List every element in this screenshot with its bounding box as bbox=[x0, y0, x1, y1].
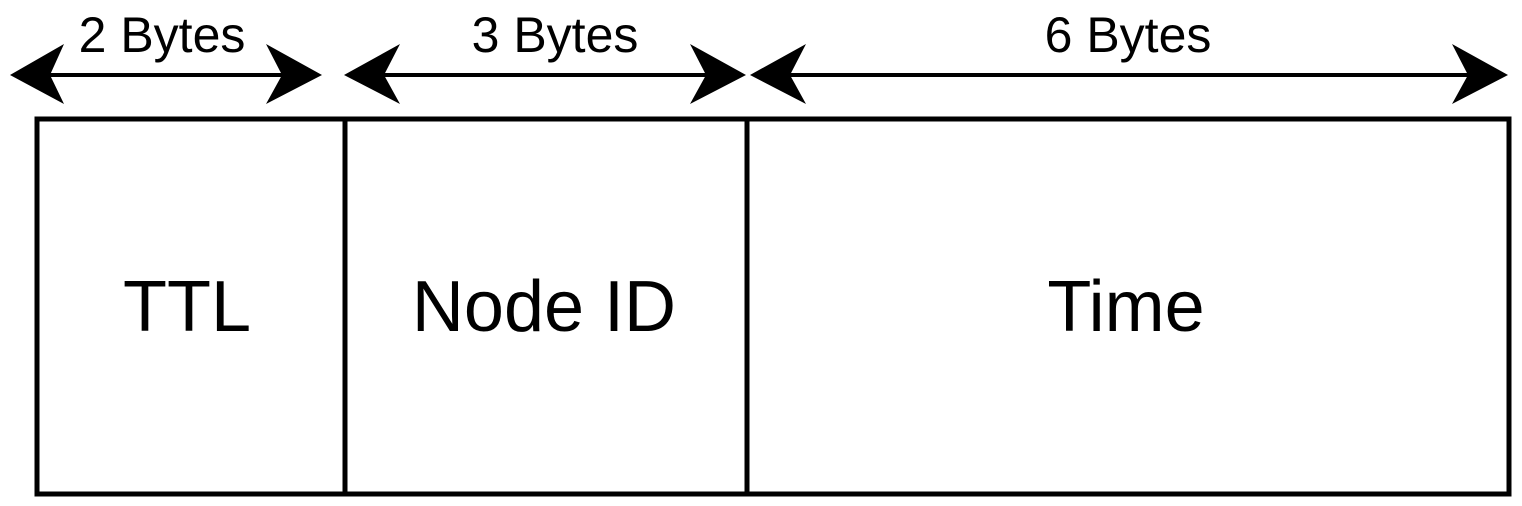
field-box-node-id bbox=[342, 116, 750, 497]
size-label-time: 6 Bytes bbox=[1045, 7, 1212, 63]
arrowhead-right-icon bbox=[690, 44, 746, 104]
field-label-node-id: Node ID bbox=[412, 267, 676, 347]
arrowhead-right-icon bbox=[266, 44, 322, 104]
size-arrow-time bbox=[750, 44, 1508, 104]
arrowhead-left-icon bbox=[750, 44, 806, 104]
field-label-time: Time bbox=[1047, 267, 1204, 347]
size-arrow-ttl bbox=[10, 44, 322, 104]
size-label-ttl: 2 Bytes bbox=[79, 7, 246, 63]
arrowhead-left-icon bbox=[10, 44, 64, 104]
size-label-node-id: 3 Bytes bbox=[472, 7, 639, 63]
field-label-ttl: TTL bbox=[123, 267, 251, 347]
arrowhead-left-icon bbox=[344, 44, 400, 104]
field-box-time bbox=[744, 116, 1512, 497]
arrowhead-right-icon bbox=[1452, 44, 1508, 104]
size-arrow-node-id bbox=[344, 44, 746, 104]
